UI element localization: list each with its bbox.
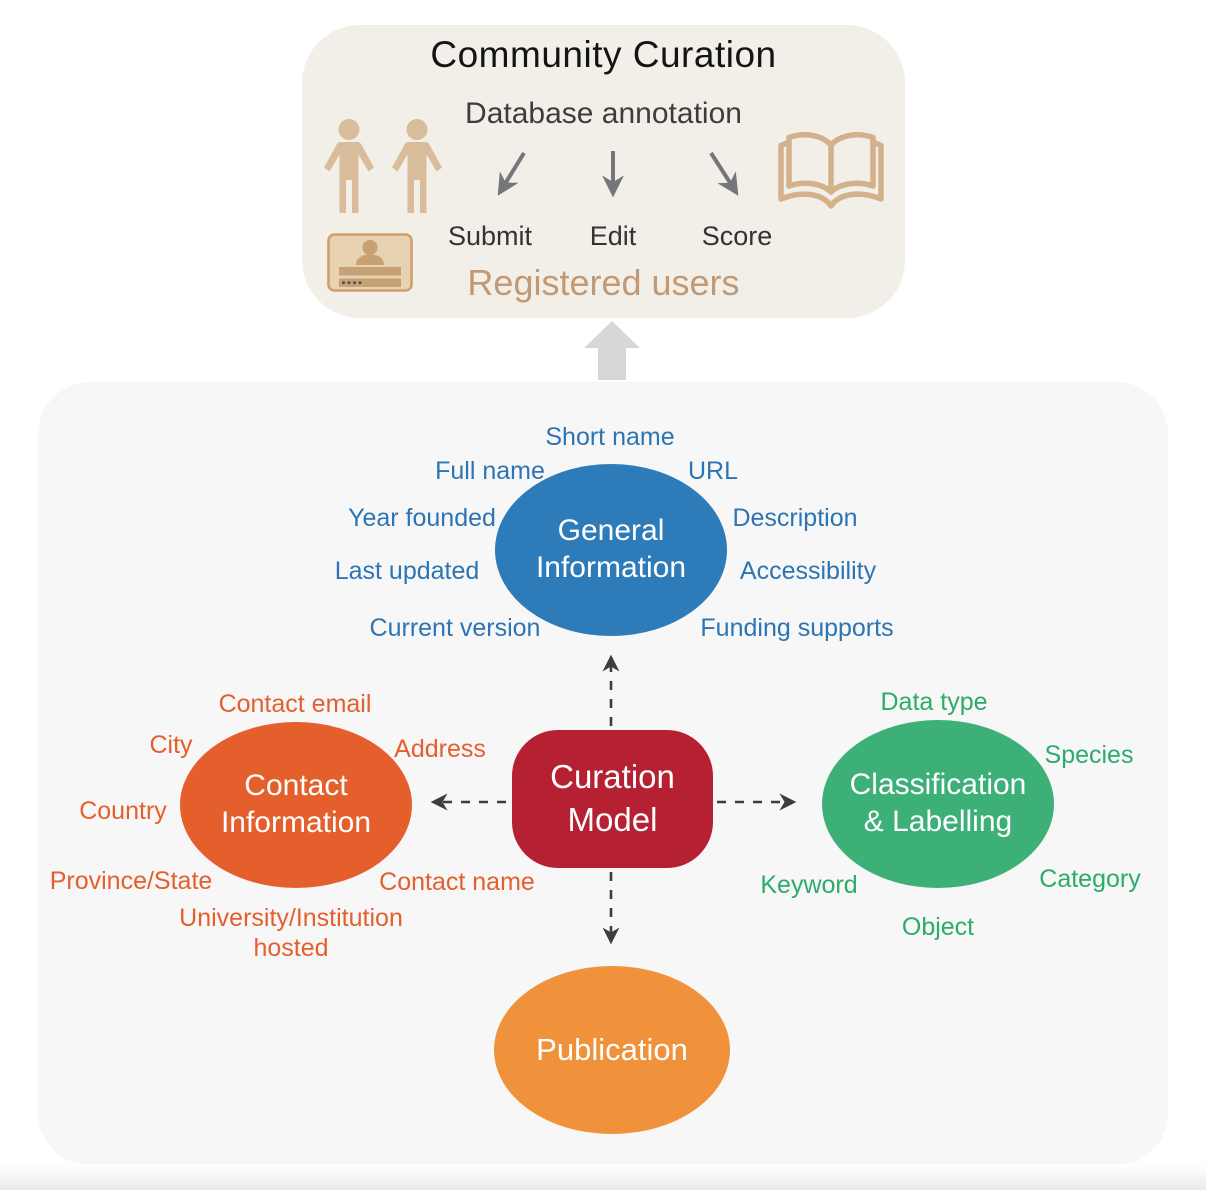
- contact-information-label: Contact Information: [220, 769, 372, 839]
- satellite-year-founded: Year founded: [348, 504, 496, 532]
- satellite-url: URL: [687, 457, 739, 485]
- registered-users-label: Registered users: [467, 262, 740, 303]
- satellite-address: Address: [394, 735, 486, 763]
- contact-information-node: Contact Information: [180, 722, 412, 888]
- satellite-keyword: Keyword: [760, 871, 858, 899]
- satellite-accessibility: Accessibility: [739, 557, 877, 585]
- classification-labelling-node: Classification & Labelling: [822, 720, 1054, 888]
- satellite-province-state: Province/State: [49, 867, 213, 895]
- satellite-contact-name: Contact name: [379, 868, 535, 896]
- action-label-edit: Edit: [589, 221, 637, 251]
- general-information-label: General Information: [535, 514, 687, 584]
- satellite-object: Object: [901, 913, 975, 941]
- satellite-category: Category: [1039, 865, 1141, 893]
- general-information-node: General Information: [495, 464, 727, 636]
- classification-labelling-label: Classification & Labelling: [849, 768, 1027, 838]
- bottom-fade: [0, 1164, 1206, 1190]
- satellite-university-institution-hosted: University/Institution hosted: [179, 904, 403, 962]
- up-block-arrow-icon: [584, 321, 640, 380]
- satellite-country: Country: [79, 797, 167, 825]
- panel-subtitle: Database annotation: [465, 97, 742, 130]
- publication-label: Publication: [536, 1031, 688, 1067]
- curation-model-node: Curation Model: [512, 730, 713, 868]
- publication-node: Publication: [494, 966, 730, 1134]
- satellite-current-version: Current version: [369, 614, 541, 642]
- satellite-data-type: Data type: [880, 688, 988, 716]
- users-icon: [324, 119, 442, 213]
- satellite-full-name: Full name: [435, 457, 545, 485]
- satellite-funding-supports: Funding supports: [700, 614, 894, 642]
- satellite-species: Species: [1044, 741, 1134, 769]
- satellite-short-name: Short name: [545, 423, 675, 451]
- open-book-icon: [778, 132, 884, 209]
- panel-title: Community Curation: [430, 34, 777, 75]
- satellite-last-updated: Last updated: [334, 557, 480, 585]
- satellite-contact-email: Contact email: [218, 690, 372, 718]
- action-label-score: Score: [701, 221, 773, 251]
- action-label-submit: Submit: [447, 221, 533, 251]
- satellite-description: Description: [732, 504, 858, 532]
- satellite-city: City: [149, 731, 193, 759]
- id-card-icon: [327, 233, 413, 292]
- curation-model-label: Curation Model: [550, 758, 675, 838]
